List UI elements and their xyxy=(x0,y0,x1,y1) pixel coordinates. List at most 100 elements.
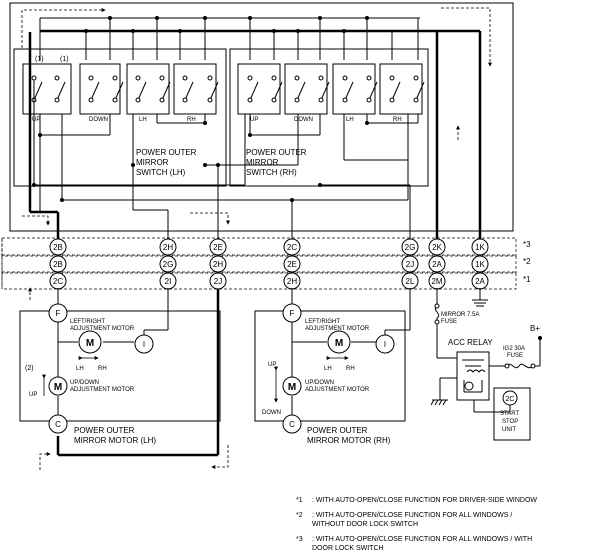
contact-point xyxy=(413,97,419,103)
connector-row1-2h: 2H xyxy=(159,238,177,256)
contact-point xyxy=(112,97,118,103)
lh-terminal-i xyxy=(134,334,154,354)
connector-row2-2a: 2A xyxy=(428,255,446,273)
rh-label-up: UP xyxy=(250,117,258,123)
connector-label: 2C xyxy=(287,243,297,252)
switch-lower-junctions xyxy=(32,121,369,202)
contact-point xyxy=(413,75,419,81)
footnote-2: *2 : WITH AUTO-OPEN/CLOSE FUNCTION FOR A… xyxy=(296,511,596,529)
variant-bands xyxy=(1,237,517,290)
footnote-2-key: *2 xyxy=(296,512,303,519)
acc-relay-box xyxy=(456,351,490,401)
start-stop-terminal xyxy=(502,390,518,406)
rh-terminal-f-label: F xyxy=(290,309,295,318)
switch-assembly-frame xyxy=(9,2,514,232)
rh-lr-caption-2: ADJUSTMENT MOTOR xyxy=(305,326,370,332)
battery-terminal-icon xyxy=(538,336,542,340)
start-stop-terminal-label: 2C xyxy=(506,396,515,403)
lh-label-down: DOWN xyxy=(89,117,108,123)
switch-blade xyxy=(273,81,283,101)
rh-lr-motor-label: M xyxy=(335,338,343,349)
svg-text:POWER OUTER: POWER OUTER xyxy=(136,148,197,157)
contact-point xyxy=(159,75,165,81)
switch-blade xyxy=(344,81,354,101)
rh-ud-motor-icon xyxy=(282,376,302,396)
relay-coil-icon xyxy=(464,381,474,391)
acc-relay-label: ACC RELAY xyxy=(448,338,493,347)
lh-ud-caption-1: UP/DOWN xyxy=(70,380,99,386)
connector-label: 2G xyxy=(163,260,174,269)
footnote-1-key: *1 xyxy=(296,497,303,504)
contact-point xyxy=(366,97,372,103)
connector-label: 2B xyxy=(53,260,63,269)
contact-point xyxy=(182,75,188,81)
switch-top-bus xyxy=(39,17,428,60)
connector-row3-2j: 2J xyxy=(209,272,227,290)
switch-blade xyxy=(320,81,330,101)
start-stop-line-2: STOP xyxy=(502,419,518,425)
start-stop-line-3: UNIT xyxy=(502,427,516,433)
rh-ud-caption-2: ADJUSTMENT MOTOR xyxy=(305,387,370,393)
rh-dir-rh: RH xyxy=(346,366,355,372)
switch-blade xyxy=(184,81,194,101)
ig2-fuse-pin-b xyxy=(530,363,536,369)
connector-row1-2b: 2B xyxy=(49,238,67,256)
connector-row2-2g: 2G xyxy=(159,255,177,273)
contact-point xyxy=(182,97,188,103)
rh-ud-caption-1: UP/DOWN xyxy=(305,380,334,386)
rh-lr-caption-1: LEFT/RIGHT xyxy=(305,319,340,325)
rh-dir-down: DOWN xyxy=(262,410,281,416)
contact-point xyxy=(31,75,37,81)
contact-point xyxy=(112,75,118,81)
contact-point xyxy=(318,97,324,103)
connector-label: 1K xyxy=(475,243,485,252)
ground-2a xyxy=(472,288,488,307)
lh-switch-title: POWER OUTER MIRROR SWITCH (LH) xyxy=(136,148,197,177)
connector-label: 2J xyxy=(406,260,414,269)
lh-mark-1a: (1) xyxy=(35,56,44,63)
mirror-fuse-label-2: FUSE xyxy=(441,319,457,325)
contact-point xyxy=(54,97,60,103)
mirror-fuse-label-1: MIRROR 7.5A xyxy=(441,312,479,318)
connector-label: 2H xyxy=(287,277,297,286)
rh-label-down: DOWN xyxy=(294,117,313,123)
connector-label: 2L xyxy=(406,277,415,286)
switch-blade xyxy=(391,81,401,101)
contact-point xyxy=(294,75,300,81)
connector-row3-2c: 2C xyxy=(49,272,67,290)
contact-point xyxy=(159,97,165,103)
contact-point xyxy=(207,97,213,103)
ig2-fuse-icon xyxy=(506,363,534,369)
contact-point xyxy=(135,97,141,103)
contact-point xyxy=(135,75,141,81)
connector-row2-1k: 1K xyxy=(471,255,489,273)
switch-blade xyxy=(296,81,306,101)
connector-row1-1k: 1K xyxy=(471,238,489,256)
connector-label: 2B xyxy=(53,243,63,252)
row-mark-2: *2 xyxy=(523,257,531,266)
lh-mark-1b: (1) xyxy=(60,56,69,63)
contact-point xyxy=(389,75,395,81)
footnote-3: *3 : WITH AUTO-OPEN/CLOSE FUNCTION FOR A… xyxy=(296,535,596,553)
contact-point xyxy=(294,97,300,103)
ig2-fuse-label-1: IG2 30A xyxy=(503,346,525,352)
lh-switch-box xyxy=(13,48,227,187)
connector-label: 2M xyxy=(431,277,442,286)
connector-row3-2l: 2L xyxy=(401,272,419,290)
lh-terminal-c-label: C xyxy=(55,420,61,429)
contact-point xyxy=(207,75,213,81)
lh-lr-caption-1: LEFT/RIGHT xyxy=(70,319,105,325)
lh-ud-motor-icon xyxy=(48,376,68,396)
connector-label: 2A xyxy=(432,260,442,269)
connector-label: 2E xyxy=(213,243,223,252)
footnote-3-text: : WITH AUTO-OPEN/CLOSE FUNCTION FOR ALL … xyxy=(312,536,533,552)
mirror-fuse-pin-b xyxy=(434,319,440,325)
lh-terminal-c xyxy=(48,414,68,434)
switch-blades xyxy=(31,75,425,103)
switch-blade xyxy=(368,81,378,101)
connector-row3-2a: 2A xyxy=(471,272,489,290)
connector-row2-2b: 2B xyxy=(49,255,67,273)
switch-blade xyxy=(415,81,425,101)
